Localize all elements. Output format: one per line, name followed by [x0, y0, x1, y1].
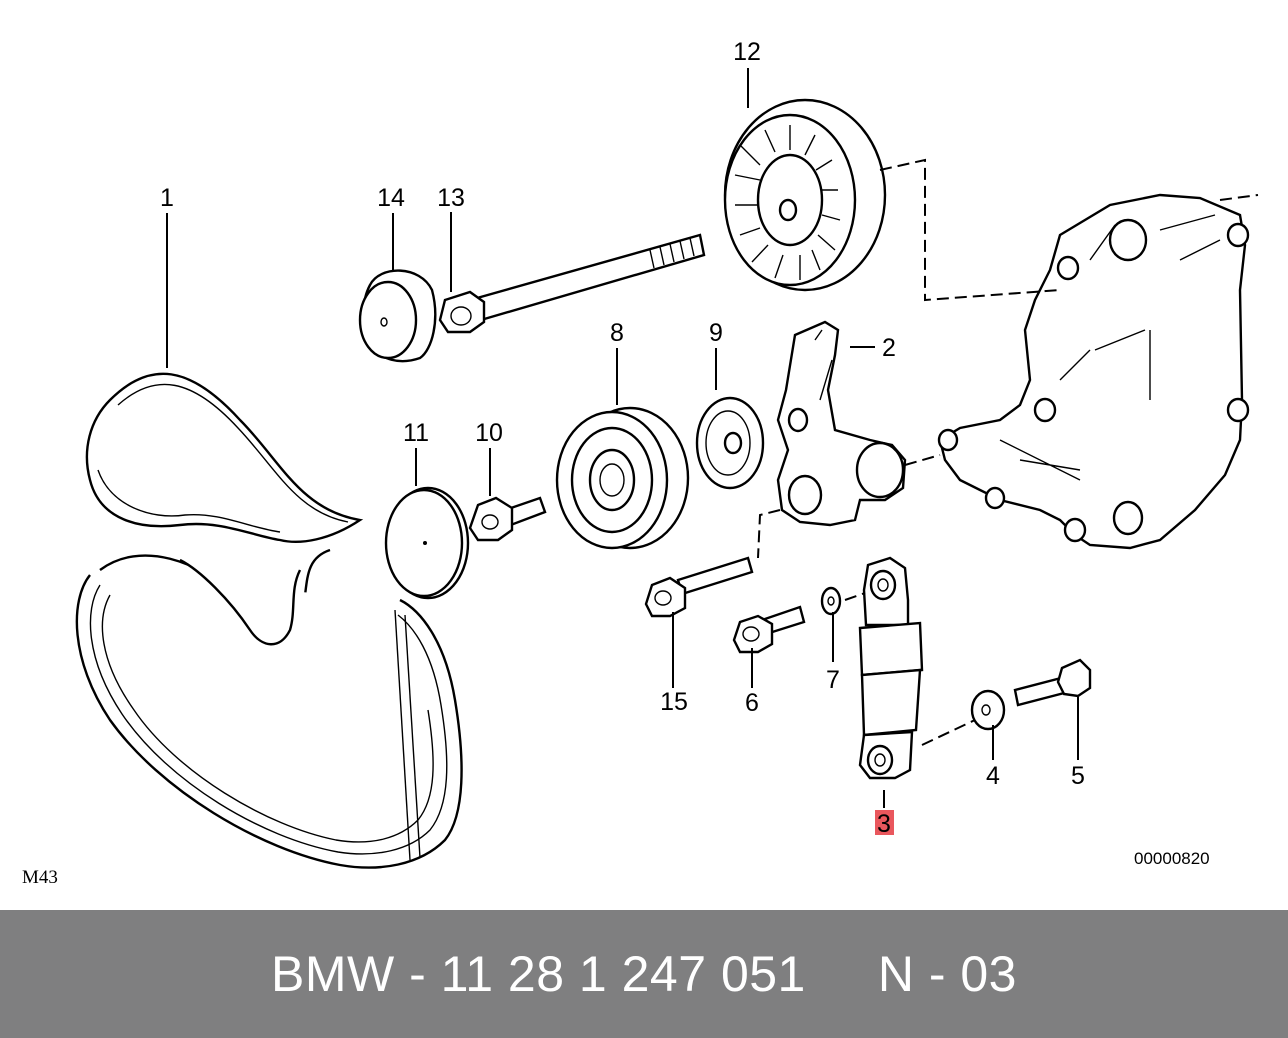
callout-1: 1 — [160, 184, 174, 212]
callout-9: 9 — [709, 319, 723, 347]
cap-14 — [358, 269, 437, 363]
model-code: M43 — [22, 867, 58, 888]
bracket-housing — [937, 193, 1250, 550]
callout-labels: 1 2 3 4 5 6 7 8 9 10 11 12 13 14 15 — [160, 38, 1085, 838]
leader-lines — [166, 68, 1079, 808]
callout-8: 8 — [610, 319, 624, 347]
callout-7: 7 — [826, 666, 840, 694]
callout-6: 6 — [745, 689, 759, 717]
callout-15: 15 — [660, 688, 688, 716]
callout-10: 10 — [475, 419, 503, 447]
assembly-lines — [757, 158, 1259, 746]
bolt-10 — [468, 496, 547, 542]
pulley-8 — [555, 406, 690, 550]
exploded-parts-diagram: 1 2 3 4 5 6 7 8 9 10 11 12 13 14 15 0000… — [22, 38, 1259, 888]
washer-4 — [970, 689, 1006, 731]
bolt-15 — [644, 556, 754, 618]
callout-3-highlight — [875, 810, 894, 835]
parts-drawing: 1 2 3 4 5 6 7 8 9 10 11 12 13 14 15 0000… — [22, 38, 1259, 888]
bolt-5 — [1013, 658, 1092, 707]
bolt-6 — [732, 605, 806, 654]
long-bolt-13 — [438, 233, 706, 334]
dust-cover-9 — [695, 396, 765, 490]
part-number-text: BMW - 11 28 1 247 051 N - 03 — [271, 946, 1017, 1002]
tensioner-arm-2 — [776, 320, 907, 527]
idler-pulley-12 — [723, 98, 887, 292]
callout-12: 12 — [733, 38, 761, 66]
callout-3: 3 — [877, 810, 891, 838]
washer-7 — [820, 586, 842, 616]
callout-4: 4 — [986, 762, 1000, 790]
callout-2: 2 — [882, 334, 896, 362]
part-number-footer: BMW - 11 28 1 247 051 N - 03 — [0, 910, 1288, 1038]
belt-drawing — [75, 372, 463, 869]
callout-14: 14 — [377, 184, 405, 212]
callout-11: 11 — [403, 419, 429, 447]
cover-11 — [384, 486, 470, 600]
hydraulic-tensioner-3 — [858, 556, 924, 780]
callout-5: 5 — [1071, 762, 1085, 790]
callout-13: 13 — [437, 184, 465, 212]
drawing-number: 00000820 — [1134, 849, 1210, 868]
